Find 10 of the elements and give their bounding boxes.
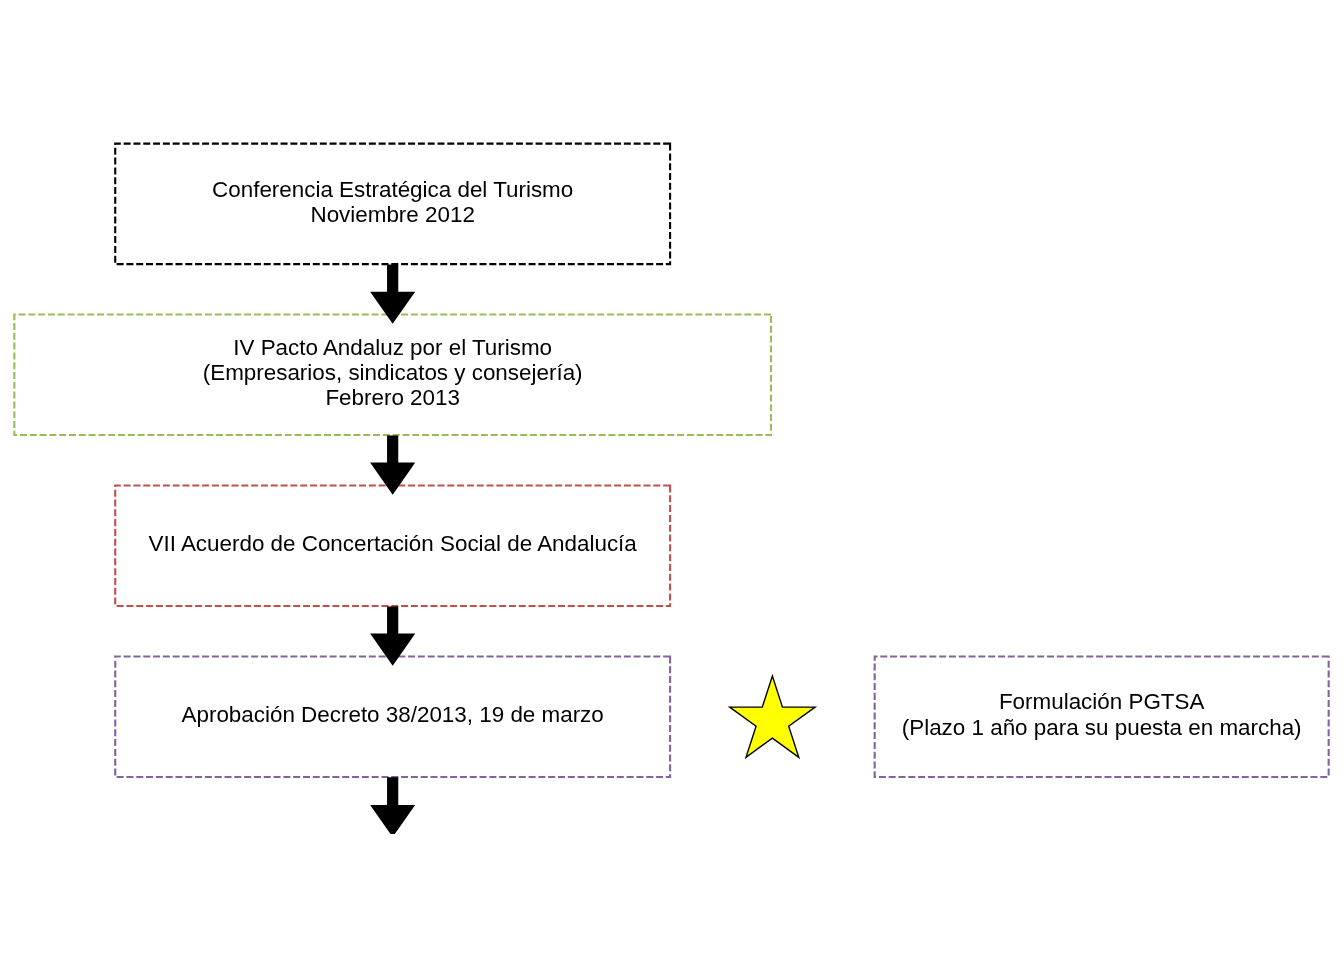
arrow [370, 264, 416, 324]
node-box: IV Pacto Andaluz por el Turismo (Empresarios, sindicatos y consejería) Febrero 2013 [13, 313, 773, 437]
node-box: Conferencia Estratégica del Turismo Noviembre 2012 [114, 142, 672, 266]
node-box: Aprobación Decreto 38/2013, 19 de marzo [114, 655, 672, 778]
node-box: VII Acuerdo de Concertación Social de Andalucía [114, 484, 672, 608]
arrow [370, 777, 416, 834]
arrow [370, 606, 416, 666]
node-star [727, 673, 818, 760]
arrow [370, 435, 416, 495]
node-box: Formulación PGTSA (Plazo 1 año para su puesta en marcha) [873, 655, 1330, 778]
